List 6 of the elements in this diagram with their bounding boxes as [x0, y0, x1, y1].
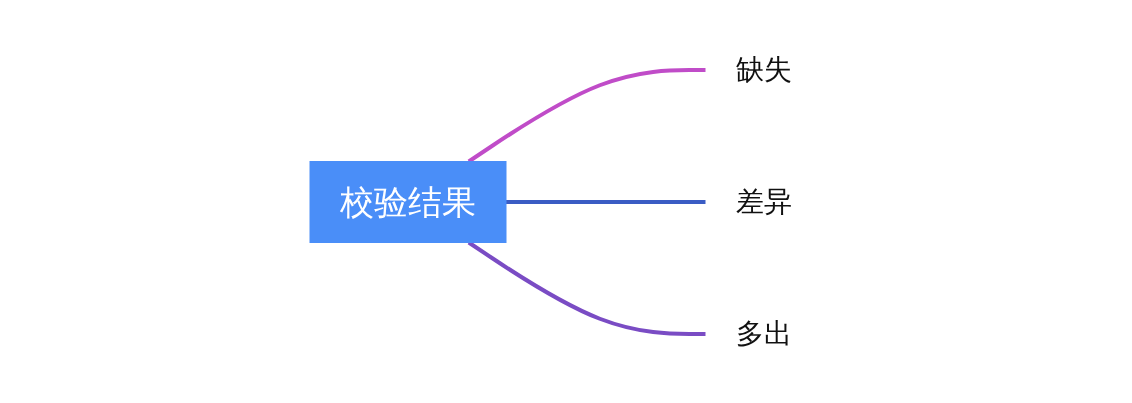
- node-box: 校验结果: [309, 160, 507, 243]
- node-text: 多出: [736, 316, 792, 350]
- connector: [506, 199, 706, 204]
- node-text: 差异: [736, 184, 792, 218]
- connector: [467, 67, 706, 163]
- node-text: 缺失: [736, 52, 792, 86]
